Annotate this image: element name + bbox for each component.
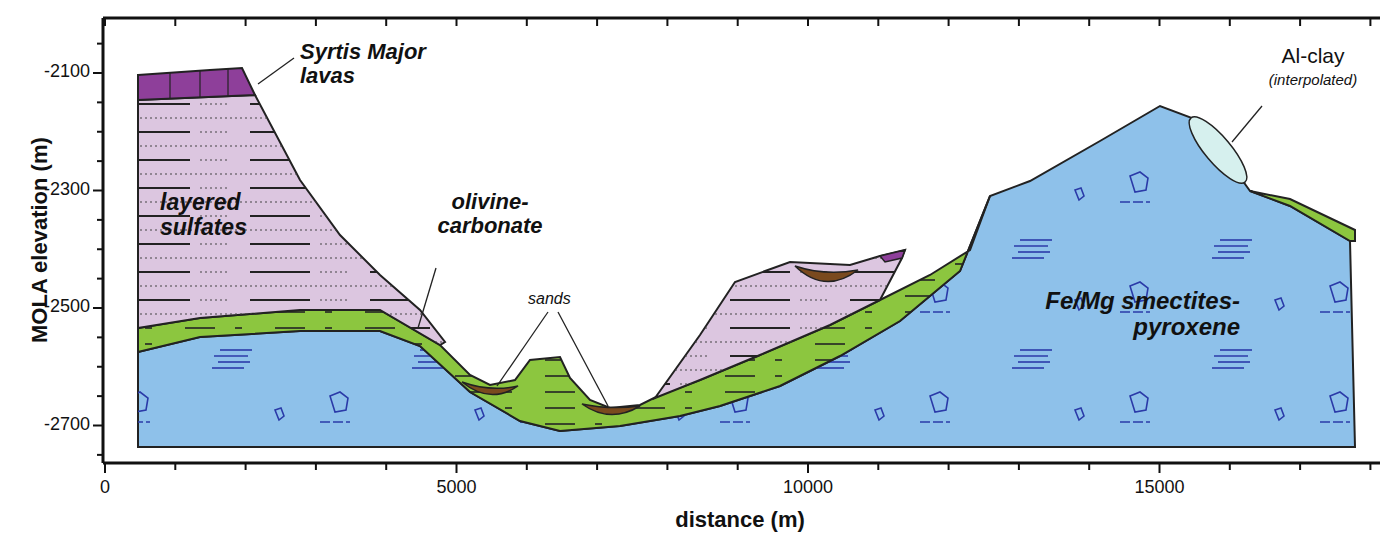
unit-label: Al-clay xyxy=(1258,44,1368,67)
axis-tick-label: -2100 xyxy=(30,62,90,82)
leader-lines xyxy=(258,58,1262,406)
tick-mark xyxy=(104,18,106,26)
axis-tick-label: 10000 xyxy=(768,478,848,498)
tick-mark xyxy=(596,463,598,470)
tick-mark xyxy=(948,463,950,470)
sulfate-unit xyxy=(655,250,905,398)
lava-joints xyxy=(170,69,228,98)
sand-lens xyxy=(462,382,518,395)
unit-label: layered sulfates xyxy=(160,190,280,241)
tick-mark xyxy=(97,366,103,368)
axis-tick-label: 0 xyxy=(75,478,135,498)
tick-mark xyxy=(97,278,103,280)
tick-mark xyxy=(456,18,458,26)
tick-mark xyxy=(245,463,247,470)
tick-mark xyxy=(97,395,103,397)
tick-mark xyxy=(1299,463,1301,470)
lava-cap xyxy=(138,68,255,100)
tick-mark xyxy=(526,18,528,26)
tick-mark xyxy=(596,18,598,26)
tick-mark xyxy=(97,160,103,162)
al-clay-lens xyxy=(1181,109,1255,190)
plot-frame xyxy=(93,18,1380,473)
tick-mark xyxy=(385,18,387,26)
tick-mark xyxy=(97,43,103,45)
tick-mark xyxy=(1018,463,1020,470)
axis-tick-label: -2700 xyxy=(30,415,90,435)
tick-mark xyxy=(385,463,387,470)
unit-label: sands xyxy=(528,290,588,308)
sulfate-texture xyxy=(138,95,445,345)
lava-remnant xyxy=(880,250,905,262)
axis-tick-label: 15000 xyxy=(1120,478,1200,498)
tick-mark xyxy=(737,463,739,470)
tick-mark xyxy=(1159,463,1161,473)
tick-mark xyxy=(877,463,879,470)
tick-mark xyxy=(93,190,103,192)
tick-mark xyxy=(93,307,103,309)
olivine-carbonate-patch xyxy=(1250,191,1355,241)
tick-mark xyxy=(666,18,668,26)
unit-label: olivine-carbonate xyxy=(430,190,550,238)
tick-mark xyxy=(315,18,317,26)
tick-mark xyxy=(97,454,103,456)
tick-mark xyxy=(666,463,668,470)
tick-mark xyxy=(1369,463,1371,470)
tick-mark xyxy=(174,463,176,470)
tick-mark xyxy=(948,18,950,26)
tick-mark xyxy=(174,18,176,26)
tick-mark xyxy=(97,336,103,338)
tick-mark xyxy=(93,72,103,74)
unit-label: Fe/Mg smectites-pyroxene xyxy=(1010,288,1240,341)
tick-mark xyxy=(1018,18,1020,26)
tick-mark xyxy=(737,18,739,26)
tick-mark xyxy=(97,131,103,133)
tick-mark xyxy=(97,248,103,250)
tick-mark xyxy=(315,463,317,470)
tick-mark xyxy=(1159,18,1161,26)
axis-tick-label: 5000 xyxy=(417,478,497,498)
tick-mark xyxy=(456,463,458,473)
note-label: (interpolated) xyxy=(1248,72,1378,89)
sand-lens xyxy=(582,404,640,415)
tick-mark xyxy=(1088,463,1090,470)
tick-mark xyxy=(1299,18,1301,26)
tick-mark xyxy=(1229,463,1231,470)
tick-mark xyxy=(93,425,103,427)
axis-title: MOLA elevation (m) xyxy=(28,100,52,380)
tick-mark xyxy=(1088,18,1090,26)
tick-mark xyxy=(877,18,879,26)
tick-mark xyxy=(97,219,103,221)
axis-title: distance (m) xyxy=(620,508,860,532)
tick-mark xyxy=(807,18,809,26)
tick-mark xyxy=(97,101,103,103)
tick-mark xyxy=(104,463,106,473)
sulfate-unit xyxy=(138,95,445,345)
tick-mark xyxy=(1369,18,1371,26)
tick-mark xyxy=(1229,18,1231,26)
sulfate-texture xyxy=(655,250,905,398)
sand-lens xyxy=(795,266,858,282)
tick-mark xyxy=(807,463,809,473)
unit-label: Syrtis Major lavas xyxy=(300,40,440,88)
tick-mark xyxy=(245,18,247,26)
tick-mark xyxy=(526,463,528,470)
